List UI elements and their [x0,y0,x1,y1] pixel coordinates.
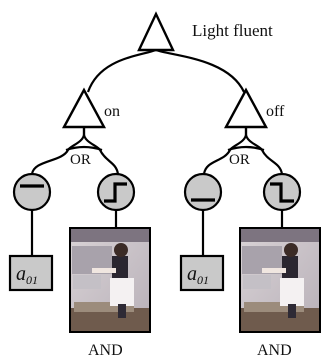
video-frame-off-border [239,227,321,333]
video-frame-on-border [69,227,151,333]
branch-node-on-triangle [61,87,107,129]
root-edge-right [155,48,245,93]
video-frame-on [70,228,150,332]
step-down-icon [270,182,294,203]
static-node-off [183,172,223,212]
or-arc-left [65,145,103,152]
or-label-right: OR [229,152,250,168]
and-label-off: AND [257,342,292,359]
video-frame-off [240,228,320,332]
attribute-label-on: a01 [16,263,38,287]
step-up-icon [104,182,127,203]
root-label: Light fluent [192,21,273,40]
attribute-label-off: a01 [187,263,209,287]
or-label-left: OR [70,152,91,168]
root-node-triangle [137,11,175,52]
attribute-node-off [179,254,225,292]
and-label-on: AND [88,342,123,359]
or-edge-right-b [244,127,284,175]
or-arc-right [227,145,265,152]
branch-label-on: on [104,103,120,120]
static-node-on [12,172,52,212]
root-edge-left [86,48,157,93]
attribute-node-on [8,254,54,292]
branch-label-off: off [266,103,285,120]
branch-node-off-triangle [223,87,269,129]
